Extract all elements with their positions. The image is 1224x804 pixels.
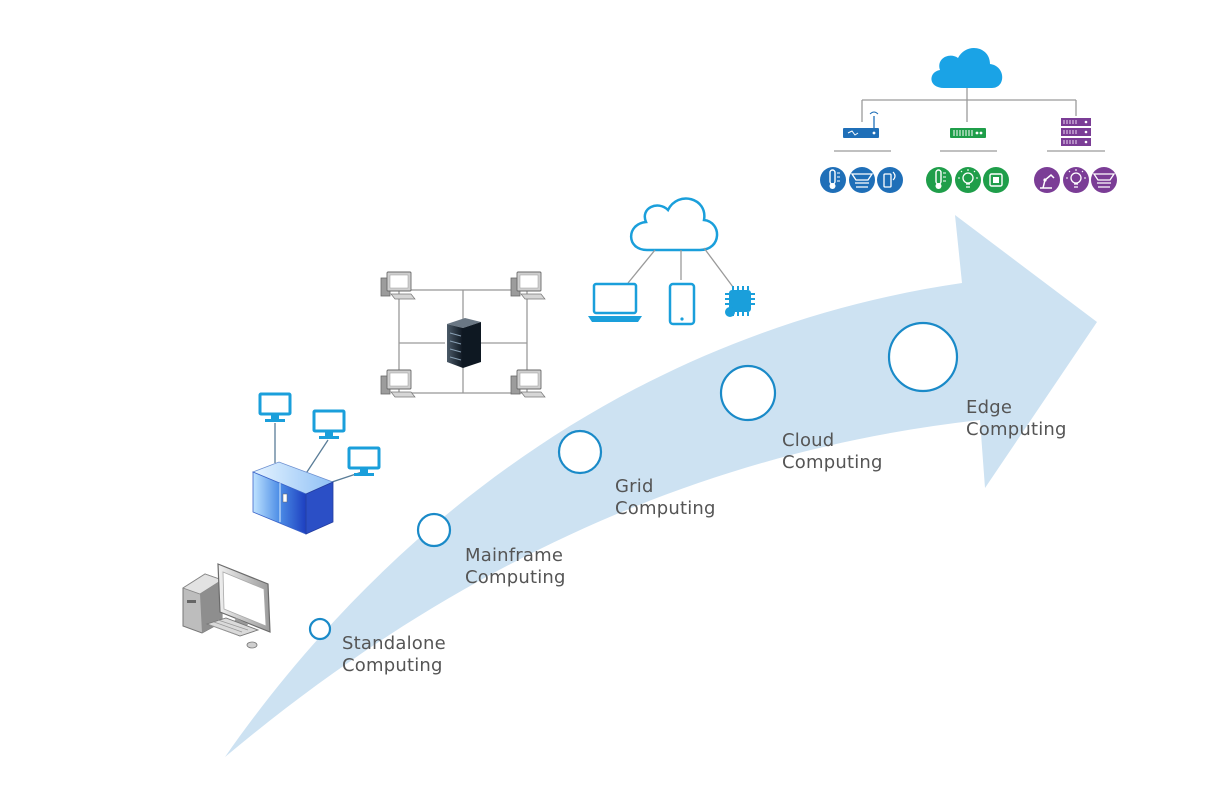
grid-server-rack-icon [447, 318, 481, 368]
chip-icon [983, 167, 1009, 193]
laptop-icon [588, 282, 642, 322]
workstation-icon [510, 271, 546, 300]
camera-icon [849, 167, 875, 193]
evolution-arrow [225, 215, 1097, 757]
cloud-icon [630, 197, 719, 252]
label-cloud: Cloud Computing [782, 430, 883, 473]
label-mainframe: Mainframe Computing [465, 545, 569, 588]
camera-icon [1091, 167, 1117, 193]
workstation-icon [380, 369, 416, 398]
chip-icon [725, 286, 755, 317]
monitor-icon [312, 409, 346, 439]
grid-network [398, 289, 528, 394]
sensor-icon [877, 167, 903, 193]
thermometer-icon [926, 167, 952, 193]
workstation-icon [380, 271, 416, 300]
desktop-pc-icon [182, 563, 271, 649]
label-standalone: Standalone Computing [342, 633, 452, 676]
server-stack-icon [1061, 118, 1091, 146]
milestone-mainframe [416, 512, 452, 548]
monitor-icon [347, 446, 381, 476]
lightbulb-icon [1063, 167, 1089, 193]
mainframe-server-icon [251, 423, 363, 535]
milestone-edge [887, 321, 959, 393]
label-grid: Grid Computing [615, 476, 716, 519]
label-edge: Edge Computing [966, 397, 1067, 440]
switch-icon [950, 128, 986, 138]
cloud-icon [931, 47, 1003, 88]
robot-arm-icon [1034, 167, 1060, 193]
lightbulb-icon [955, 167, 981, 193]
thermometer-icon [820, 167, 846, 193]
workstation-icon [510, 369, 546, 398]
milestone-cloud [719, 364, 777, 422]
monitor-icon [258, 392, 292, 422]
router-icon [843, 111, 879, 138]
smartphone-icon [668, 282, 696, 326]
milestone-standalone [308, 617, 332, 641]
milestone-grid [557, 429, 603, 475]
